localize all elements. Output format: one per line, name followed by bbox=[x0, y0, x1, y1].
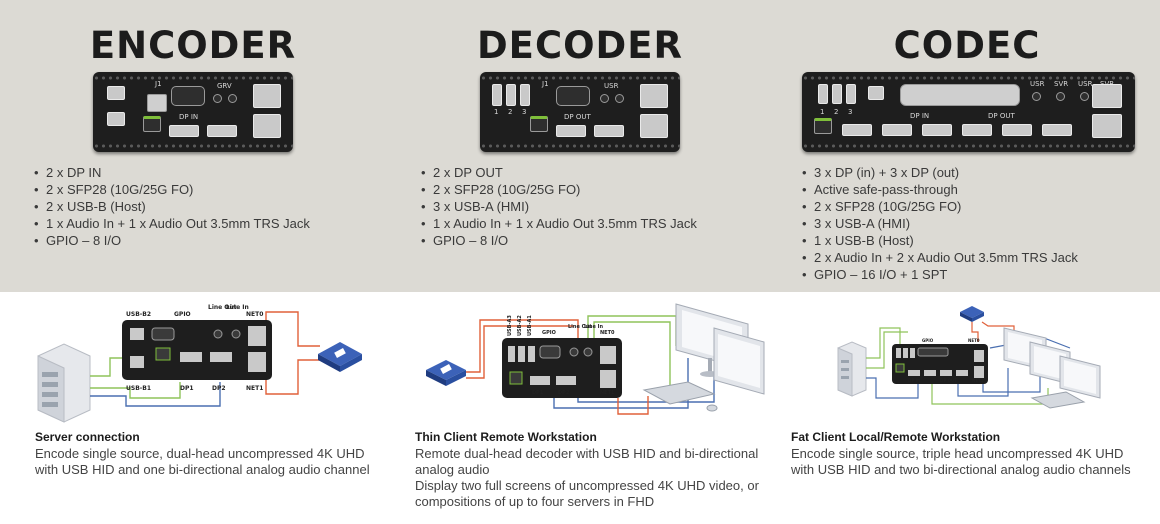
server-connection-title: Server connection bbox=[35, 430, 140, 444]
encoder-title: ENCODER bbox=[89, 24, 297, 67]
label-dp-in: DP IN bbox=[908, 378, 920, 383]
product-band: ENCODER J1 GRV DP IN 2 x DP IN 2 x SFP28… bbox=[0, 0, 1160, 292]
fat-client-title: Fat Client Local/Remote Workstation bbox=[791, 430, 1001, 444]
label-line-out: Line Out bbox=[568, 324, 592, 330]
server-connection-diagram: USB-B2 GPIO Line Out Line In NET0 USB-B1… bbox=[30, 298, 370, 424]
label-usb-a3: USB-A3 bbox=[507, 315, 513, 336]
label-line-in: Line In bbox=[584, 324, 603, 330]
mouse-icon bbox=[706, 404, 718, 412]
decoder-feature-list: 2 x DP OUT 2 x SFP28 (10G/25G FO) 3 x US… bbox=[421, 164, 697, 249]
list-item: GPIO – 8 I/O bbox=[34, 232, 310, 249]
label-gpio: GPIO bbox=[174, 311, 191, 318]
encoder-device-image: J1 GRV DP IN bbox=[93, 72, 293, 152]
list-item: 2 x Audio In + 2 x Audio Out 3.5mm TRS J… bbox=[802, 249, 1078, 266]
list-item: 2 x SFP28 (10G/25G FO) bbox=[34, 181, 310, 198]
list-item: 3 x USB-A (HMI) bbox=[802, 215, 1078, 232]
list-item: 2 x DP IN bbox=[34, 164, 310, 181]
label-line-in: Line In bbox=[226, 304, 249, 311]
kvm-receiver-icon bbox=[960, 306, 984, 322]
label-gpio: GPIO bbox=[542, 330, 556, 336]
decoder-device-image: 1 2 3 J1 USR DP OUT bbox=[480, 72, 680, 152]
label-net0: NET0 bbox=[600, 330, 615, 336]
fat-client-description: Encode single source, triple head uncomp… bbox=[791, 446, 1131, 477]
label-dp-out: DP OUT bbox=[940, 378, 957, 383]
server-icon bbox=[837, 341, 867, 397]
label-dp1: DP1 bbox=[180, 385, 194, 392]
server-connection-description: Encode single source, dual-head uncompre… bbox=[35, 446, 370, 477]
list-item: 1 x Audio In + 1 x Audio Out 3.5mm TRS J… bbox=[421, 215, 697, 232]
label-usb-b2: USB-B2 bbox=[126, 311, 151, 318]
list-item: GPIO – 8 I/O bbox=[421, 232, 697, 249]
list-item: 3 x USB-A (HMI) bbox=[421, 198, 697, 215]
decoder-title: DECODER bbox=[476, 24, 684, 67]
thin-client-description: Remote dual-head decoder with USB HID an… bbox=[415, 446, 759, 509]
codec-title: CODEC bbox=[893, 24, 1041, 67]
label-gpio: GPIO bbox=[922, 338, 934, 343]
label-net1: NET1 bbox=[972, 378, 984, 383]
kvm-transmitter-icon bbox=[426, 360, 466, 386]
label-dp2: DP2 bbox=[212, 385, 226, 392]
label-line-out: Line Out bbox=[208, 304, 237, 311]
monitor-icon bbox=[1059, 355, 1101, 399]
list-item: 1 x Audio In + 1 x Audio Out 3.5mm TRS J… bbox=[34, 215, 310, 232]
label-usb-a1: USB-A1 bbox=[527, 315, 533, 336]
list-item: 2 x SFP28 (10G/25G FO) bbox=[421, 181, 697, 198]
fat-client-diagram: GPIO NET0 DP IN DP OUT NET1 bbox=[808, 298, 1108, 424]
codec-device-image: USR SVR USR SVR 1 2 3 DP IN DP OUT bbox=[802, 72, 1135, 152]
label-net0: NET0 bbox=[968, 338, 980, 343]
list-item: 2 x USB-B (Host) bbox=[34, 198, 310, 215]
label-net0: NET0 bbox=[246, 311, 263, 318]
server-icon bbox=[37, 343, 91, 423]
encoder-feature-list: 2 x DP IN 2 x SFP28 (10G/25G FO) 2 x USB… bbox=[34, 164, 310, 249]
list-item: 2 x SFP28 (10G/25G FO) bbox=[802, 198, 1078, 215]
label-net1: NET1 bbox=[600, 390, 615, 396]
thin-client-title: Thin Client Remote Workstation bbox=[415, 430, 597, 444]
list-item: Active safe-pass-through bbox=[802, 181, 1078, 198]
label-dp2: DP2 bbox=[558, 390, 570, 396]
label-dp1: DP1 bbox=[532, 390, 544, 396]
list-item: 1 x USB-B (Host) bbox=[802, 232, 1078, 249]
thin-client-diagram: USB-A3 USB-A2 USB-A1 GPIO Line Out Line … bbox=[418, 298, 768, 424]
codec-feature-list: 3 x DP (in) + 3 x DP (out) Active safe-p… bbox=[802, 164, 1078, 283]
keyboard-icon bbox=[642, 381, 716, 405]
kvm-receiver-icon bbox=[318, 342, 362, 372]
label-usb-b1: USB-B1 bbox=[126, 385, 151, 392]
list-item: 3 x DP (in) + 3 x DP (out) bbox=[802, 164, 1078, 181]
list-item: 2 x DP OUT bbox=[421, 164, 697, 181]
keyboard-icon bbox=[1030, 391, 1086, 409]
monitor-icon bbox=[713, 327, 765, 395]
label-usb-a2: USB-A2 bbox=[517, 315, 523, 336]
label-net1: NET1 bbox=[246, 385, 263, 392]
list-item: GPIO – 16 I/O + 1 SPT bbox=[802, 266, 1078, 283]
